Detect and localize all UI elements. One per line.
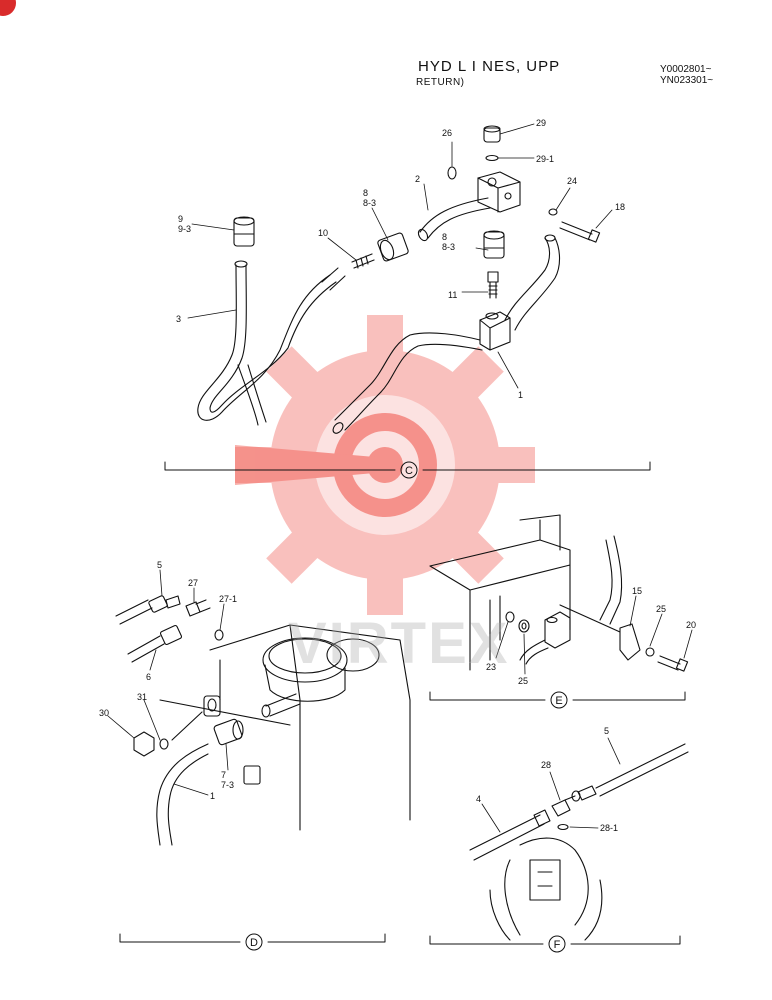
callout-5-d: 5	[157, 560, 162, 570]
callout-9-3: 9-3	[178, 224, 191, 234]
section-e-parts	[429, 514, 689, 672]
callout-labels: 26 29 29-1 2 24 18 8 8-3 9 9-3 10 8 8-3 …	[99, 118, 696, 833]
callout-2: 2	[415, 174, 420, 184]
callout-28: 28	[541, 760, 551, 770]
callout-27: 27	[188, 578, 198, 588]
callout-8-upper: 8	[363, 188, 368, 198]
callout-18: 18	[615, 202, 625, 212]
watermark-text: VIRTEX	[288, 611, 510, 676]
gear-watermark-icon	[235, 315, 535, 615]
callout-28-1: 28-1	[600, 823, 618, 833]
section-c-parts	[197, 125, 601, 434]
section-label-e	[550, 691, 568, 709]
callout-29: 29	[536, 118, 546, 128]
section-d-leaders	[107, 569, 229, 796]
callout-11: 11	[448, 290, 457, 300]
section-f-leaders	[481, 737, 621, 833]
callout-9: 9	[178, 214, 183, 224]
section-letter-e: E	[555, 695, 562, 707]
section-c-leaders	[187, 123, 613, 389]
section-d-parts	[115, 595, 411, 846]
section-label-d	[245, 933, 263, 951]
callout-8-lower: 8	[442, 232, 447, 242]
section-label-f	[548, 935, 566, 953]
section-letter-f: F	[554, 939, 561, 951]
callout-5-f: 5	[604, 726, 609, 736]
section-letter-d: D	[250, 937, 258, 949]
callout-6: 6	[146, 672, 151, 682]
section-e-leaders	[495, 595, 693, 675]
page-title: HYD L I NES, UPP	[418, 58, 561, 75]
section-f-parts	[469, 743, 689, 941]
section-letter-c: C	[405, 465, 413, 477]
callout-3: 3	[176, 314, 181, 324]
section-label-c	[400, 461, 418, 479]
callout-30: 30	[99, 708, 109, 718]
callout-27-1: 27-1	[219, 594, 237, 604]
callout-15: 15	[632, 586, 642, 596]
callout-25-right: 25	[656, 604, 666, 614]
callout-20: 20	[686, 620, 696, 630]
serial-range-1: Y0002801~	[660, 64, 712, 75]
callout-7-3: 7-3	[221, 780, 234, 790]
callout-26: 26	[442, 128, 452, 138]
callout-1-d: 1	[210, 791, 215, 801]
section-brackets	[119, 461, 686, 953]
section-letters: C D E F	[250, 465, 563, 951]
callout-7: 7	[221, 770, 226, 780]
callout-10: 10	[318, 228, 328, 238]
page-subtitle: RETURN)	[416, 77, 465, 88]
callout-4: 4	[476, 794, 481, 804]
callout-29-1: 29-1	[536, 154, 554, 164]
callout-23: 23	[486, 662, 496, 672]
callout-8-3-upper: 8-3	[363, 198, 376, 208]
serial-range-2: YN023301~	[660, 75, 714, 86]
corner-badge	[0, 0, 16, 16]
callout-25-left: 25	[518, 676, 528, 686]
callout-24: 24	[567, 176, 577, 186]
callout-1-c: 1	[518, 390, 523, 400]
callout-31: 31	[137, 692, 147, 702]
callout-8-3-lower: 8-3	[442, 242, 455, 252]
